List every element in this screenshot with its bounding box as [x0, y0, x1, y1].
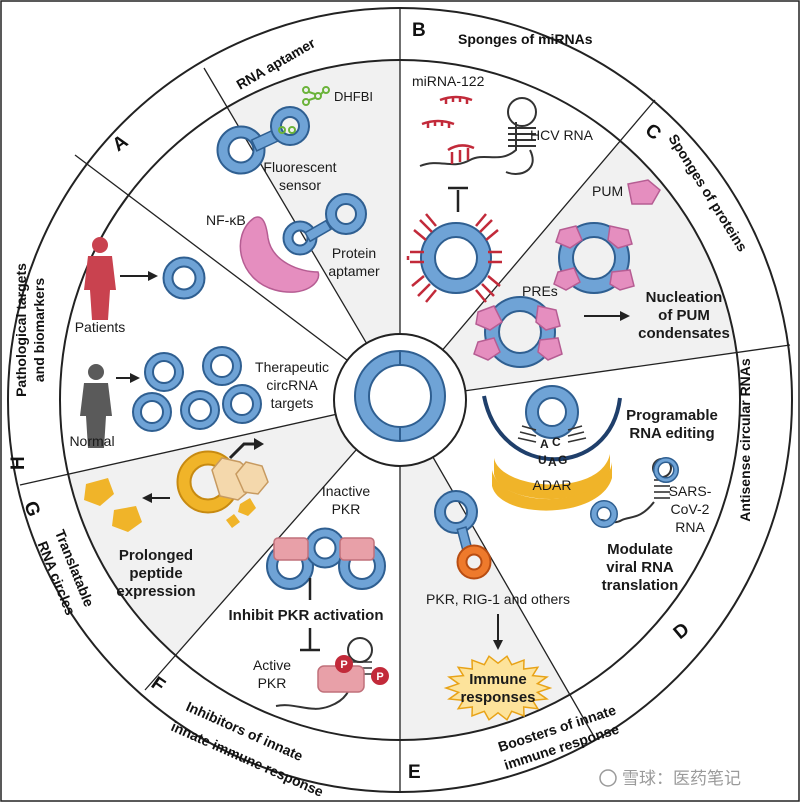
target-rna-strand	[482, 395, 622, 462]
base-u: U	[538, 453, 547, 467]
modulate-label-1: Modulate	[607, 541, 673, 558]
mirna-label: miRNA-122	[412, 73, 485, 89]
nucleation-label-2: of PUM	[658, 307, 710, 324]
section-c: PUM PREs Nucleation	[473, 179, 730, 368]
normal-label: Normal	[69, 433, 114, 449]
pum-protein-icon	[627, 179, 661, 205]
dhfbi-molecule-icon	[302, 86, 330, 106]
therapeutic-label-3: targets	[271, 395, 314, 411]
editing-label-1: Programable	[626, 407, 718, 424]
protein-aptamer-label-1: Protein	[332, 245, 376, 261]
translatable-circrna-icon	[176, 438, 269, 528]
pres-ring-icon	[473, 296, 563, 368]
normal-figure-icon	[80, 364, 112, 448]
section-b: miRNA-122 HCV RNA	[406, 73, 594, 303]
modulate-label-2: viral RNA	[606, 559, 674, 576]
sars-label-3: RNA	[675, 519, 705, 535]
letter-e: E	[408, 762, 421, 783]
mirna-sponge-icon	[406, 213, 502, 303]
pres-label: PREs	[522, 283, 558, 299]
section-e: PKR, RIG-1 and others Immune responses	[426, 490, 570, 721]
dhfbi-label: DHFBI	[334, 89, 373, 104]
title-b: Sponges of miRNAs	[458, 31, 593, 47]
pkr-rig-label: PKR, RIG-1 and others	[426, 591, 570, 607]
editing-label-2: RNA editing	[629, 425, 714, 442]
inhibit-label: Inhibit PKR activation	[228, 607, 383, 624]
protein-aptamer-icon	[282, 193, 367, 256]
patient-circrna-icon	[162, 256, 206, 300]
translation-arrow	[228, 442, 256, 460]
sars-label-2: CoV-2	[671, 501, 710, 517]
nfkb-label: NF-κB	[206, 212, 246, 228]
title-d: Antisense circular RNAs	[737, 358, 753, 522]
base-a: A	[540, 437, 549, 451]
inactive-label-1: Inactive	[322, 483, 370, 499]
antisense-circrna-icon	[517, 385, 587, 443]
immune-label-1: Immune	[469, 671, 527, 688]
section-g: Prolonged peptide expression	[84, 438, 269, 600]
pum-label: PUM	[592, 183, 623, 199]
hcv-rna-icon	[419, 97, 537, 175]
nucleation-label-1: Nucleation	[646, 289, 723, 306]
letter-h: H	[8, 456, 29, 470]
nucleation-label-3: condensates	[638, 325, 730, 342]
letter-g: G	[19, 499, 44, 520]
hcv-label: HCV RNA	[530, 127, 594, 143]
sector-a-bg	[204, 60, 400, 400]
booster-circrna-icon	[434, 490, 492, 580]
inactive-pkr-icon	[266, 527, 386, 590]
title-h-1: Pathological targets	[13, 263, 29, 397]
section-d: ADAR A C U A G Programable RNA editing	[482, 385, 718, 594]
prolonged-label-3: expression	[116, 583, 195, 600]
peptide-icons	[84, 478, 142, 532]
therapeutic-label-2: circRNA	[266, 377, 318, 393]
adar-label: ADAR	[533, 477, 572, 493]
prolonged-label-1: Prolonged	[119, 547, 193, 564]
protein-aptamer-label-2: aptamer	[328, 263, 380, 279]
therapeutic-label-1: Therapeutic	[255, 359, 329, 375]
phospho-p1: P	[340, 659, 347, 671]
phospho-p2: P	[376, 671, 383, 683]
prolonged-label-2: peptide	[129, 565, 182, 582]
base-c: C	[552, 435, 561, 449]
active-label-1: Active	[253, 657, 291, 673]
patients-label: Patients	[75, 319, 126, 335]
section-a: DHFBI Fluorescent sensor NF-κB Protein a…	[206, 86, 380, 293]
section-f: Inactive PKR Inhibit PKR activation Acti…	[228, 483, 389, 710]
active-pkr-icon	[275, 637, 389, 710]
adar-enzyme-icon	[494, 454, 610, 499]
modulate-label-3: translation	[602, 577, 679, 594]
normal-circrna-icons	[132, 346, 262, 432]
active-label-2: PKR	[258, 675, 287, 691]
inactive-label-2: PKR	[332, 501, 361, 517]
base-g: G	[558, 453, 567, 467]
title-h-2: and biomarkers	[31, 278, 47, 382]
fluorescent-sensor-icon	[216, 106, 310, 175]
fluorescent-label-1: Fluorescent	[263, 159, 336, 175]
base-a2: A	[548, 455, 557, 469]
mirna-icons	[421, 95, 473, 128]
watermark-logo-icon	[599, 769, 617, 787]
immune-response-burst-icon	[443, 655, 553, 721]
watermark-text: 雪球：医药笔记	[622, 769, 741, 788]
sars-rna-icon	[590, 457, 679, 528]
sars-label-1: SARS-	[669, 483, 712, 499]
pum-sponge-icon	[553, 222, 635, 294]
section-h: Patients Normal Therapeutic circRNA targ…	[69, 237, 329, 449]
fluorescent-label-2: sensor	[279, 177, 321, 193]
immune-label-2: responses	[460, 689, 535, 706]
patient-figure-icon	[84, 237, 116, 320]
nfkb-protein-icon	[239, 216, 320, 293]
letter-b: B	[412, 20, 426, 41]
